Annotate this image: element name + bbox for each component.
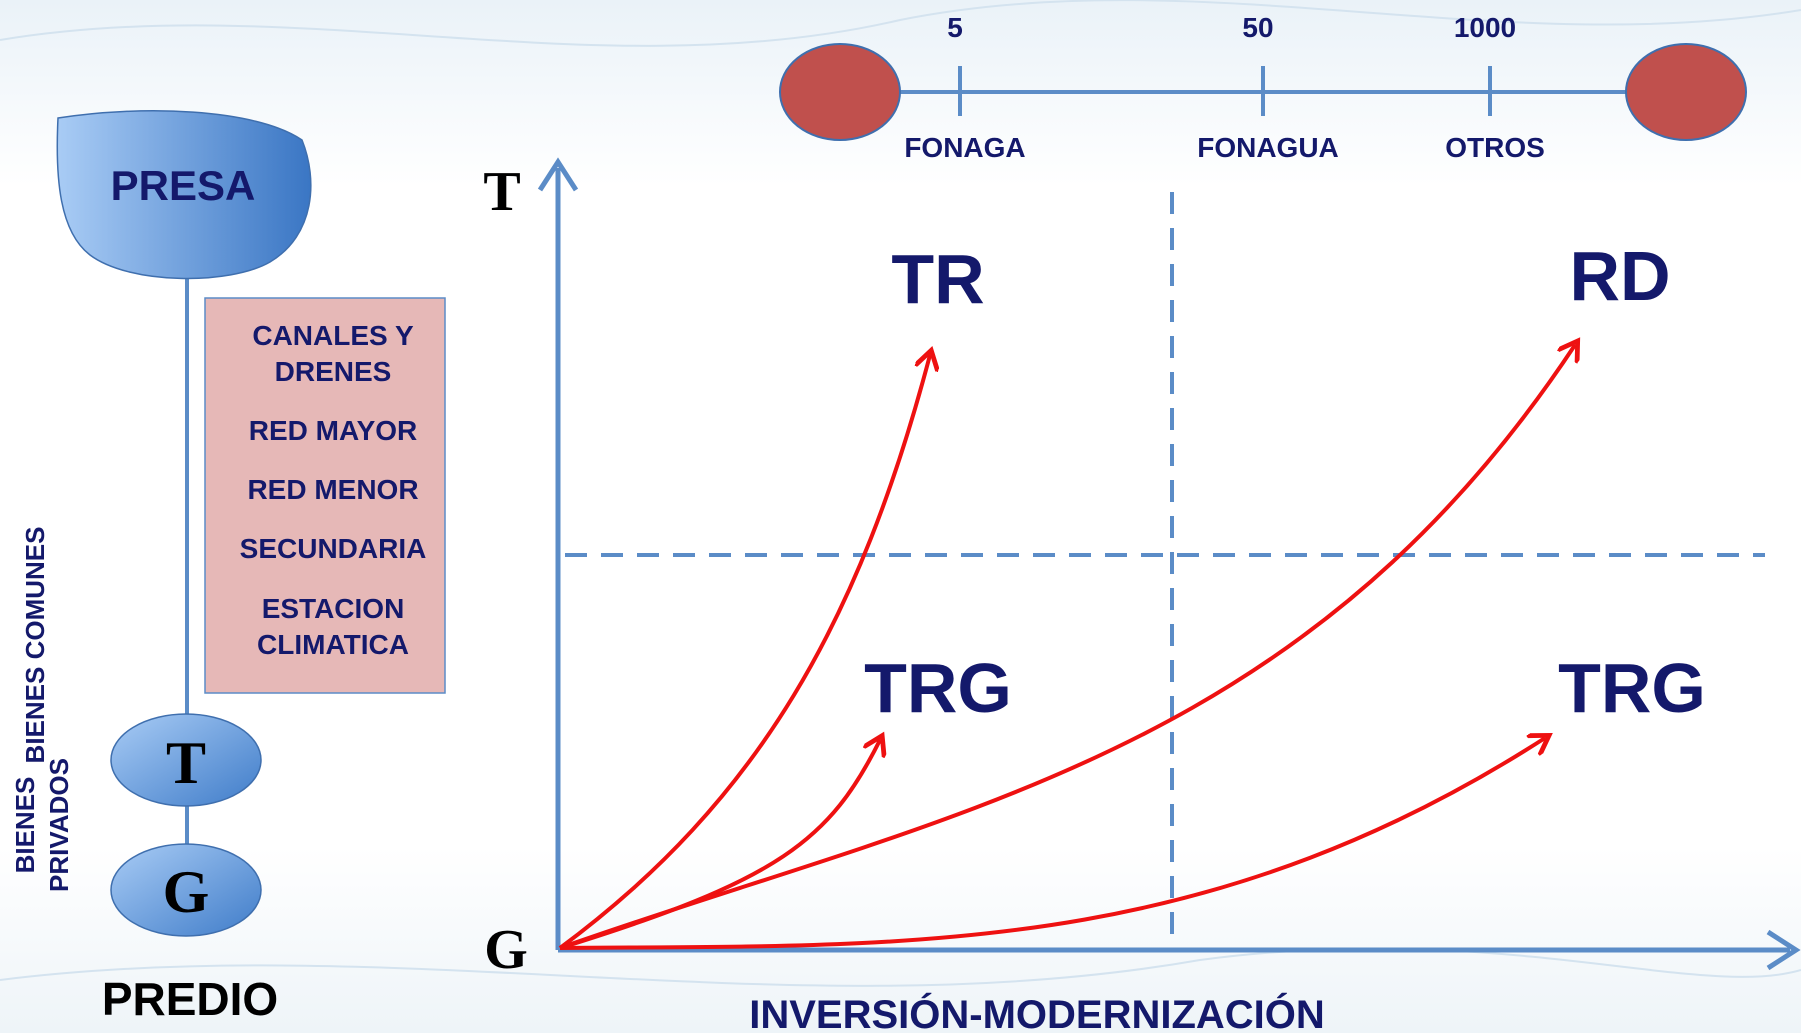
y-axis-letter: T [483, 161, 520, 223]
node-t-label: T [166, 730, 206, 796]
y-axis-arrowhead [537, 157, 579, 192]
scale-tick-number: 1000 [1454, 12, 1516, 43]
presa-shape [56, 110, 312, 280]
x-axis-title: INVERSIÓN-MODERNIZACIÓN [749, 991, 1325, 1033]
quadrant-label-rd: RD [1569, 237, 1670, 315]
side-label-bienes-comunes: BIENES COMUNES [20, 527, 50, 764]
x-axis-arrowhead [1766, 929, 1801, 971]
node-t [110, 713, 262, 807]
background-wave [0, 0, 1801, 47]
background-wave [0, 947, 1801, 987]
node-g [110, 843, 262, 937]
infrastructure-list-box [204, 297, 446, 694]
origin-letter: G [484, 919, 528, 981]
quadrant-label-trg-right: TRG [1558, 649, 1706, 727]
scale-tick-number: 50 [1242, 12, 1273, 43]
scale-tick-label: OTROS [1445, 132, 1545, 163]
quadrant-label-trg-left: TRG [864, 649, 1012, 727]
arrow-to-rd [559, 345, 1575, 950]
scale-tick-number: 5 [947, 12, 963, 43]
predio-label: PREDIO [102, 973, 278, 1025]
infrastructure-list-item: RED MENOR [247, 474, 418, 505]
arrow-to-trg-right [559, 738, 1545, 950]
scale-tick-label: FONAGA [904, 132, 1025, 163]
scale-right-dot [1625, 43, 1747, 141]
infrastructure-list-item: SECUNDARIA [240, 533, 427, 564]
node-g-label: G [163, 859, 210, 925]
arrow-to-tr [558, 355, 930, 950]
side-label-privados: PRIVADOS [44, 758, 74, 892]
quadrant-label-tr: TR [891, 240, 984, 318]
arrow-to-trg-left [559, 740, 880, 950]
infrastructure-list-item: RED MAYOR [249, 415, 418, 446]
scale-left-dot [779, 43, 901, 141]
presa-label: PRESA [111, 162, 256, 209]
side-label-bienes: BIENES [10, 777, 40, 874]
scale-tick-label: FONAGUA [1197, 132, 1339, 163]
